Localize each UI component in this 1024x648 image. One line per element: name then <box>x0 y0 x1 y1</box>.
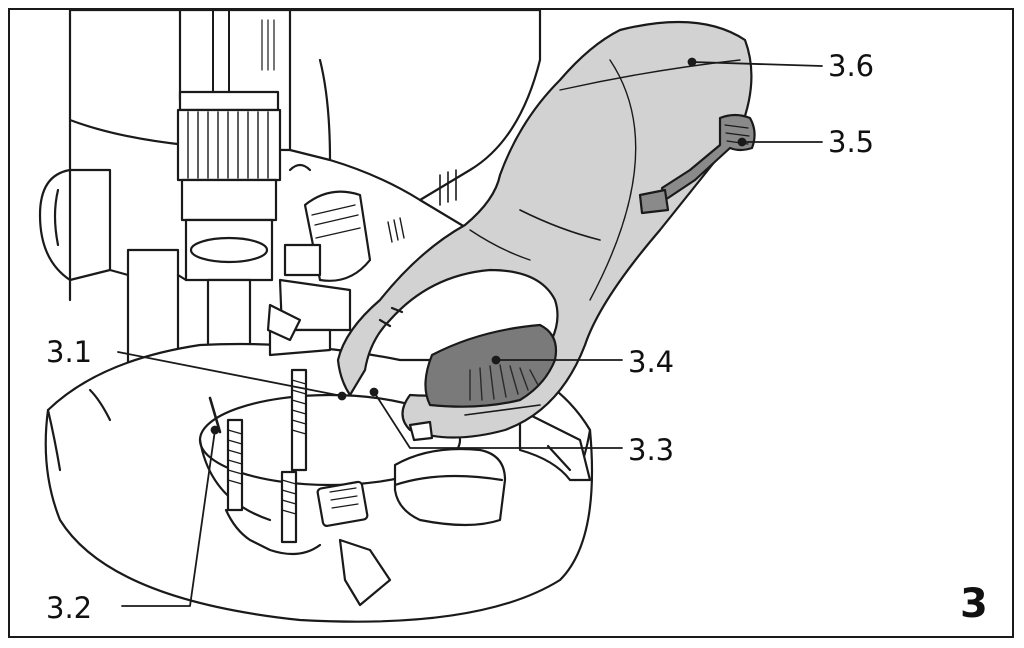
leader-3-1 <box>117 351 343 397</box>
figure-number: 3 <box>960 581 988 627</box>
leader-3-5-dot <box>737 137 747 147</box>
callout-3-4: 3.4 <box>628 345 675 379</box>
leader-3-3-dot <box>369 387 379 397</box>
release-lever <box>638 113 756 215</box>
callout-3-2: 3.2 <box>46 591 93 625</box>
callout-3-3: 3.3 <box>628 433 675 467</box>
leader-3-4-dot <box>491 355 501 365</box>
leader-lines <box>117 57 823 607</box>
leader-3-2-dot <box>210 425 220 435</box>
callout-3-6: 3.6 <box>828 49 875 83</box>
side-knob <box>38 118 112 302</box>
clamp-wing-knob <box>278 163 372 332</box>
leader-3-2 <box>121 429 216 607</box>
leader-3-6 <box>691 61 823 67</box>
wrench <box>336 20 753 442</box>
callout-3-5: 3.5 <box>828 125 875 159</box>
leader-3-1-dot <box>337 391 347 401</box>
callout-3-1: 3.1 <box>46 335 93 369</box>
leader-3-6-dot <box>687 57 697 67</box>
leader-3-3 <box>373 391 623 449</box>
